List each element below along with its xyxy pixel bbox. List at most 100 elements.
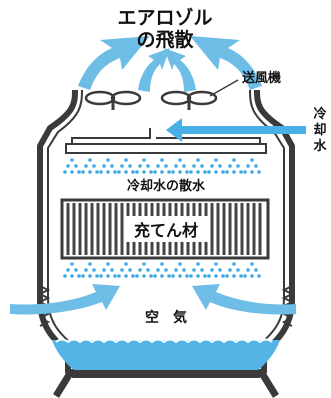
droplet (167, 170, 171, 174)
droplet (146, 164, 150, 168)
water-header (65, 143, 267, 154)
droplet (164, 164, 168, 168)
droplet (84, 164, 88, 168)
droplet (207, 274, 211, 278)
fill-label-bg (124, 216, 208, 242)
droplet (149, 170, 153, 174)
droplet (246, 268, 250, 272)
droplet (142, 158, 146, 162)
droplet (88, 262, 92, 266)
droplet (196, 170, 200, 174)
fill-media-stripes (66, 203, 262, 255)
droplet (160, 170, 164, 174)
fan-label: 送風機 (241, 70, 281, 86)
droplet (192, 268, 196, 272)
droplet (124, 170, 128, 174)
droplet (77, 274, 81, 278)
droplet (142, 262, 146, 266)
air-inlet-arrow-right (192, 284, 296, 315)
droplet (99, 170, 103, 174)
droplet (236, 268, 240, 272)
fan-left (84, 90, 142, 110)
droplet (189, 274, 193, 278)
droplet (63, 170, 67, 174)
louver-slat (281, 285, 293, 295)
droplet (95, 170, 99, 174)
droplet (124, 158, 128, 162)
droplet (138, 268, 142, 272)
droplet (81, 274, 85, 278)
droplet (70, 158, 74, 162)
droplet (257, 274, 261, 278)
water-basin (52, 340, 280, 370)
droplet (203, 274, 207, 278)
droplet (113, 274, 117, 278)
droplet (218, 268, 222, 272)
droplet (250, 170, 254, 174)
droplet (110, 164, 114, 168)
droplet (142, 274, 146, 278)
droplet (171, 170, 175, 174)
droplet (254, 268, 258, 272)
droplet (164, 268, 168, 272)
droplet (200, 164, 204, 168)
droplet (128, 164, 132, 168)
aerosol-title-line1: エアロゾル (117, 7, 212, 29)
droplet (63, 274, 67, 278)
droplet (232, 158, 236, 162)
droplet (95, 274, 99, 278)
droplet (178, 274, 182, 278)
droplet (182, 268, 186, 272)
droplet (167, 274, 171, 278)
droplet (102, 268, 106, 272)
droplet (70, 170, 74, 174)
droplet (225, 274, 229, 278)
droplet (106, 158, 110, 162)
droplet (232, 262, 236, 266)
louver-slat (39, 285, 51, 295)
droplet (135, 274, 139, 278)
droplet (250, 274, 254, 278)
fan-label-leader (209, 79, 239, 97)
tower-base (72, 370, 260, 378)
droplet (74, 268, 78, 272)
droplet (120, 164, 124, 168)
droplet (254, 164, 258, 168)
droplet (74, 164, 78, 168)
droplet (178, 158, 182, 162)
droplet (232, 274, 236, 278)
cooling-water-label-3: 水 (313, 138, 327, 154)
droplet (174, 268, 178, 272)
droplet (110, 268, 114, 272)
droplet (142, 170, 146, 174)
droplet (214, 158, 218, 162)
aerosol-arrow-center-right (164, 48, 196, 92)
cooling-water-label-1: 冷 (313, 106, 326, 122)
droplet (77, 170, 81, 174)
droplet (92, 268, 96, 272)
droplet (92, 164, 96, 168)
droplet (246, 164, 250, 168)
droplet (200, 268, 204, 272)
air-inlet-arrow-left (10, 284, 120, 315)
aerosol-title-line2: の飛散 (136, 28, 193, 51)
droplet (131, 274, 135, 278)
droplet (156, 164, 160, 168)
droplet (99, 274, 103, 278)
droplet (124, 262, 128, 266)
droplet (113, 170, 117, 174)
droplet (243, 274, 247, 278)
droplet (153, 170, 157, 174)
droplet (210, 268, 214, 272)
droplet (160, 158, 164, 162)
cooling-water-label-2: 却 (313, 122, 326, 138)
droplet (106, 274, 110, 278)
fan-right (160, 90, 218, 110)
droplet (221, 274, 225, 278)
droplet (160, 262, 164, 266)
droplet (124, 274, 128, 278)
spray-droplets-upper (63, 158, 261, 174)
droplet (236, 164, 240, 168)
droplet (225, 170, 229, 174)
